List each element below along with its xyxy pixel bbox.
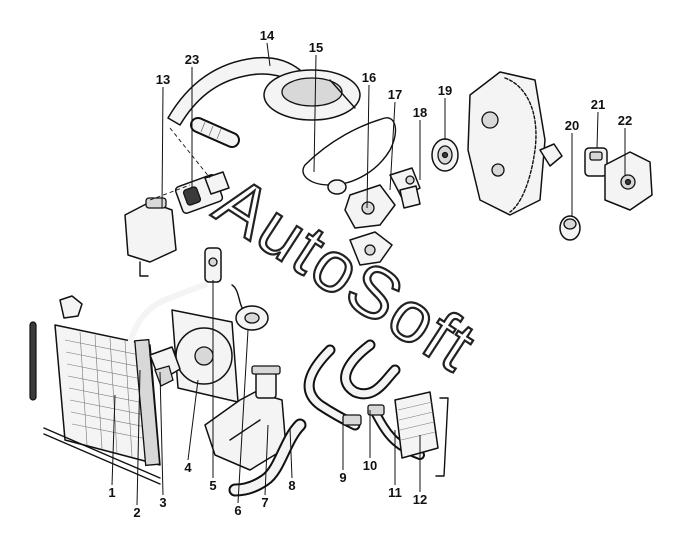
plug — [559, 215, 581, 241]
callout-19: 19 — [438, 83, 452, 98]
timing-cover — [467, 71, 563, 216]
callout-14: 14 — [260, 28, 275, 43]
heater-hoses — [303, 339, 425, 460]
callout-18: 18 — [413, 105, 427, 120]
water-outlet — [604, 151, 653, 211]
intake-hose — [190, 117, 240, 148]
watermark-text: AutoSoft — [201, 161, 490, 387]
radiator — [29, 295, 161, 485]
callout-13: 13 — [156, 72, 170, 87]
callout-2: 2 — [133, 505, 140, 520]
cooling-fan — [149, 309, 239, 403]
water-pump — [327, 167, 421, 266]
callout-7: 7 — [261, 495, 268, 510]
callout-23: 23 — [185, 52, 199, 67]
callout-5: 5 — [209, 478, 216, 493]
leader-lines — [111, 42, 626, 506]
callout-16: 16 — [362, 70, 376, 85]
callout-22: 22 — [618, 113, 632, 128]
callout-21: 21 — [591, 97, 605, 112]
callout-9: 9 — [339, 470, 346, 485]
callout-17: 17 — [388, 87, 402, 102]
callout-15: 15 — [309, 40, 323, 55]
upper-hose-inner — [127, 282, 208, 348]
air-intake-duct — [167, 56, 361, 126]
callout-8: 8 — [288, 478, 295, 493]
heater-core — [394, 391, 449, 477]
thermostat-housing — [174, 171, 230, 214]
callout-12: 12 — [413, 492, 427, 507]
temperature-sensor — [584, 147, 608, 177]
coolant-reservoir — [124, 197, 177, 277]
expansion-tank — [204, 365, 287, 471]
callout-6: 6 — [234, 503, 241, 518]
callout-10: 10 — [363, 458, 377, 473]
drive-belt — [302, 117, 397, 186]
pulley — [431, 138, 459, 172]
thermo-switch — [204, 247, 222, 283]
callout-20: 20 — [565, 118, 579, 133]
callout-labels: 1 2 3 4 5 6 7 8 9 10 11 12 13 14 15 16 1… — [108, 28, 632, 520]
callout-1: 1 — [108, 485, 115, 500]
callout-4: 4 — [184, 460, 192, 475]
callout-3: 3 — [159, 495, 166, 510]
callout-11: 11 — [388, 485, 402, 500]
fan-motor — [231, 284, 269, 331]
